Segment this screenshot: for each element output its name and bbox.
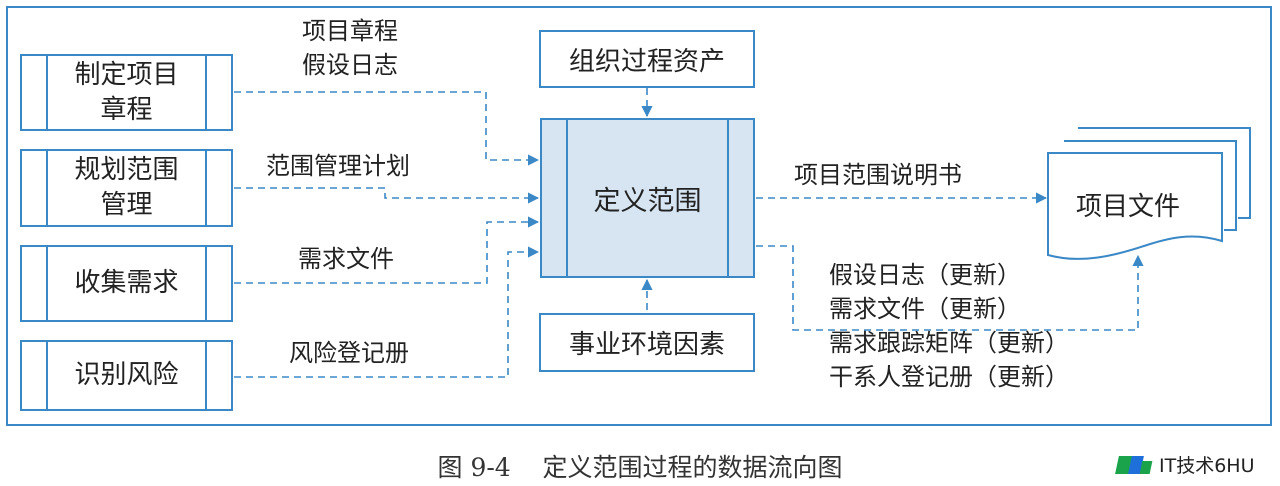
flow-label-assumption-log: 假设日志 <box>302 51 398 79</box>
process-collect-requirements-label: 收集需求 <box>74 268 179 298</box>
process-identify-risks: 识别风险 <box>20 340 233 411</box>
arrow-collect-to-define <box>234 216 540 284</box>
arrow-define-to-doc-updates <box>756 245 1144 331</box>
watermark: IT技术6HU <box>1115 451 1255 478</box>
watermark-logo-icon <box>1115 452 1155 478</box>
eef-box: 事业环境因素 <box>539 313 755 372</box>
org-process-assets-box: 组织过程资产 <box>539 30 755 88</box>
update-traceability-matrix: 需求跟踪矩阵（更新） <box>829 329 1069 357</box>
process-collect-requirements: 收集需求 <box>20 245 233 322</box>
arrow-plan-to-define <box>234 187 540 204</box>
project-documents-label: 项目文件 <box>1076 192 1181 222</box>
flow-label-from-collect: 需求文件 <box>298 245 394 273</box>
org-process-assets-label: 组织过程资产 <box>568 46 725 77</box>
update-requirements-doc: 需求文件（更新） <box>829 295 1021 323</box>
process-develop-charter-label: 制定项目 章程 <box>74 59 179 125</box>
update-assumption-log: 假设日志（更新） <box>829 261 1021 289</box>
flow-label-charter: 项目章程 <box>302 17 398 45</box>
arrow-charter-to-define <box>234 91 540 166</box>
flow-label-from-plan: 范围管理计划 <box>266 152 410 180</box>
flow-label-from-charter: 项目章程 假设日志 <box>302 14 398 82</box>
flow-label-scope-statement: 项目范围说明书 <box>794 161 962 189</box>
process-identify-risks-label: 识别风险 <box>74 360 179 390</box>
arrow-risks-to-define <box>234 246 540 378</box>
flow-label-doc-updates: 假设日志（更新） 需求文件（更新） 需求跟踪矩阵（更新） 干系人登记册（更新） <box>829 258 1069 394</box>
process-plan-scope-label: 规划范围 管理 <box>74 155 179 220</box>
update-stakeholder-register: 干系人登记册（更新） <box>829 363 1069 391</box>
process-plan-scope: 规划范围 管理 <box>20 149 233 227</box>
eef-label: 事业环境因素 <box>568 330 725 360</box>
figure-caption: 图 9-4 定义范围过程的数据流向图 <box>437 453 843 482</box>
process-develop-charter: 制定项目 章程 <box>20 54 233 131</box>
define-scope-box: 定义范围 <box>540 118 755 278</box>
project-document-stack <box>1047 127 1251 260</box>
diagram-frame <box>6 6 1272 426</box>
define-scope-label: 定义范围 <box>593 185 702 217</box>
watermark-text: IT技术6HU <box>1159 455 1255 477</box>
flow-label-from-risks: 风险登记册 <box>289 339 409 367</box>
